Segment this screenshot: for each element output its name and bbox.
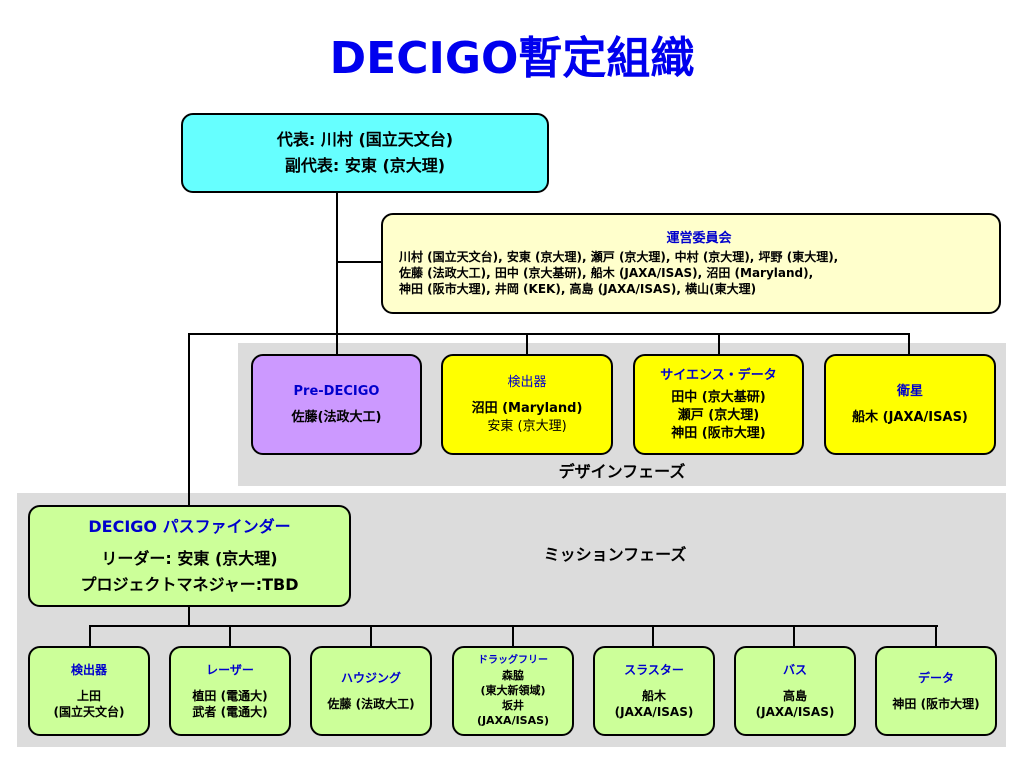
team-member: 船木 bbox=[641, 689, 666, 703]
steering-committee-box: 運営委員会 川村 (国立天文台), 安東 (京大理), 瀬戸 (京大理), 中村… bbox=[381, 213, 1001, 314]
connector-pathfinder-down bbox=[188, 606, 190, 626]
connector-drop-m5 bbox=[652, 625, 654, 646]
committee-members-line1: 川村 (国立天文台), 安東 (京大理), 瀬戸 (京大理), 中村 (京大理)… bbox=[399, 249, 839, 264]
team-title: データ bbox=[917, 671, 954, 685]
detector-design-box: 検出器 沼田 (Maryland) 安東 (京大理) bbox=[441, 354, 613, 455]
group-member: 船木 (JAXA/ISAS) bbox=[852, 409, 968, 425]
team-member: (東大新領域) bbox=[480, 684, 546, 697]
group-title: サイエンス・データ bbox=[660, 367, 777, 383]
connector-drop-detector bbox=[526, 333, 528, 354]
vice-representative-line: 副代表: 安東 (京大理) bbox=[284, 156, 446, 175]
team-title: 検出器 bbox=[70, 663, 107, 677]
team-member: (JAXA/ISAS) bbox=[755, 705, 835, 719]
committee-title: 運営委員会 bbox=[666, 230, 732, 246]
science-data-box: サイエンス・データ 田中 (京大基研) 瀬戸 (京大理) 神田 (阪市大理) bbox=[633, 354, 804, 455]
mission-team-data: データ 神田 (阪市大理) bbox=[875, 646, 997, 736]
mission-phase-label: ミッションフェーズ bbox=[543, 545, 687, 564]
team-member: 武者 (電通大) bbox=[192, 705, 268, 719]
mission-team-thruster: スラスター 船木 (JAXA/ISAS) bbox=[593, 646, 715, 736]
team-title: スラスター bbox=[624, 663, 684, 677]
connector-committee bbox=[336, 261, 382, 263]
team-member: 佐藤 (法政大工) bbox=[327, 697, 415, 711]
page-title: DECIGO暫定組織 bbox=[329, 33, 695, 84]
satellite-box: 衛星 船木 (JAXA/ISAS) bbox=[824, 354, 996, 455]
mission-team-drag-free: ドラッグフリー 森脇 (東大新領域) 坂井 (JAXA/ISAS) bbox=[452, 646, 574, 736]
mission-team-housing: ハウジング 佐藤 (法政大工) bbox=[310, 646, 432, 736]
connector-drop-m2 bbox=[229, 625, 231, 646]
connector-drop-m1 bbox=[89, 625, 91, 646]
team-member: 上田 bbox=[76, 689, 101, 703]
connector-drop-m4 bbox=[512, 625, 514, 646]
team-member: 高島 bbox=[782, 689, 807, 703]
team-title: ハウジング bbox=[340, 671, 401, 685]
mission-team-detector: 検出器 上田 (国立天文台) bbox=[28, 646, 150, 736]
design-phase-label: デザインフェーズ bbox=[558, 462, 686, 481]
connector-drop-m7 bbox=[935, 625, 937, 646]
team-member: 森脇 bbox=[502, 669, 524, 682]
team-member: (JAXA/ISAS) bbox=[614, 705, 694, 719]
group-title: Pre-DECIGO bbox=[293, 383, 380, 399]
connector-drop-satellite bbox=[908, 333, 910, 354]
connector-drop-m6 bbox=[793, 625, 795, 646]
team-member: 植田 (電通大) bbox=[192, 689, 268, 703]
connector-drop-pre-decigo bbox=[336, 333, 338, 354]
team-member: 神田 (阪市大理) bbox=[892, 697, 980, 711]
group-title: 衛星 bbox=[896, 383, 923, 399]
team-member: 坂井 bbox=[502, 699, 524, 712]
connector-pathfinder-trunk bbox=[188, 333, 190, 506]
mission-team-bus: バス 高島 (JAXA/ISAS) bbox=[734, 646, 856, 736]
group-member: 安東 (京大理) bbox=[487, 418, 567, 434]
group-member: 沼田 (Maryland) bbox=[471, 400, 583, 416]
committee-members-line2: 佐藤 (法政大工), 田中 (京大基研), 船木 (JAXA/ISAS), 沼田… bbox=[399, 265, 814, 280]
group-member: 神田 (阪市大理) bbox=[671, 425, 766, 441]
connector-drop-science bbox=[718, 333, 720, 354]
connector-head-trunk bbox=[336, 192, 338, 337]
connector-design-bar bbox=[188, 333, 910, 335]
committee-members-line3: 神田 (阪市大理), 井岡 (KEK), 高島 (JAXA/ISAS), 横山(… bbox=[399, 281, 757, 296]
team-title: バス bbox=[782, 663, 807, 677]
team-title: ドラッグフリー bbox=[478, 655, 548, 666]
mission-team-laser: レーザー 植田 (電通大) 武者 (電通大) bbox=[169, 646, 291, 736]
representative-box: 代表: 川村 (国立天文台) 副代表: 安東 (京大理) bbox=[181, 113, 549, 193]
group-member: 佐藤(法政大工) bbox=[291, 409, 382, 425]
representative-line: 代表: 川村 (国立天文台) bbox=[276, 130, 454, 149]
connector-drop-m3 bbox=[370, 625, 372, 646]
group-title: 検出器 bbox=[507, 374, 547, 390]
team-member: (JAXA/ISAS) bbox=[476, 714, 550, 727]
team-member: (国立天文台) bbox=[53, 705, 125, 719]
team-title: レーザー bbox=[206, 663, 254, 677]
pathfinder-box: DECIGO パスファインダー リーダー: 安東 (京大理) プロジェクトマネジ… bbox=[28, 505, 351, 607]
pathfinder-title: DECIGO パスファインダー bbox=[88, 517, 291, 536]
pre-decigo-box: Pre-DECIGO 佐藤(法政大工) bbox=[251, 354, 422, 455]
pathfinder-manager: プロジェクトマネジャー:TBD bbox=[80, 575, 299, 594]
group-member: 瀬戸 (京大理) bbox=[677, 407, 760, 423]
pathfinder-leader: リーダー: 安東 (京大理) bbox=[101, 549, 278, 568]
group-member: 田中 (京大基研) bbox=[671, 389, 766, 405]
